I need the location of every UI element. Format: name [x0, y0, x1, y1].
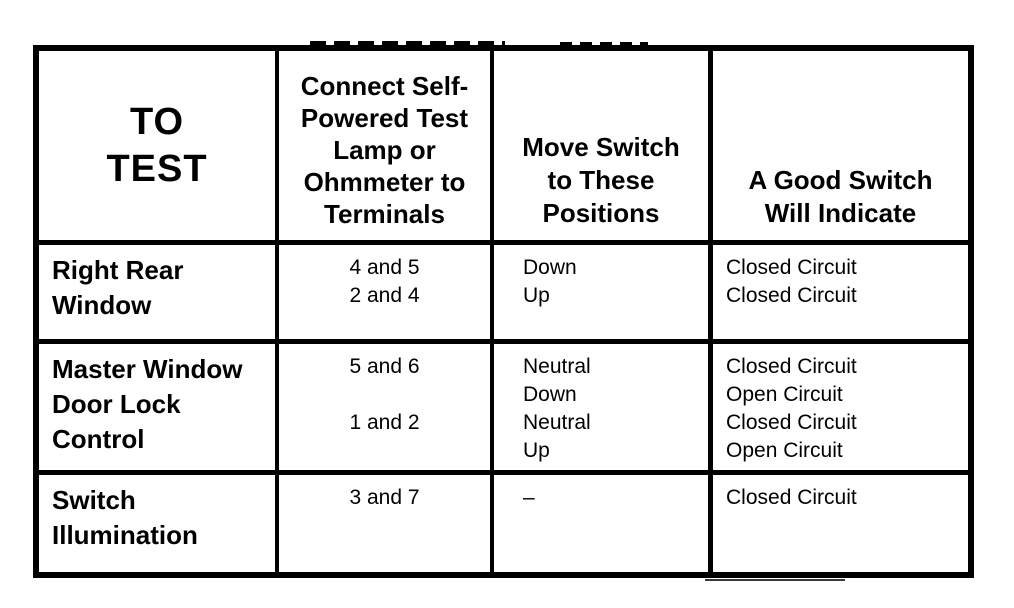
scan-artifact [705, 579, 845, 581]
cell-terminals: 5 and 6 1 and 2 [279, 344, 494, 475]
cell-indication: Closed Circuit [726, 486, 857, 509]
header-cell-to-test: TO TEST [39, 51, 279, 245]
cell-to-test: Master Window Door Lock Control [39, 344, 279, 475]
header-cell-indication: A Good Switch Will Indicate [713, 51, 968, 245]
cell-terminals: 3 and 7 [279, 475, 494, 572]
cell-indication: Closed Circuit Open Circuit Closed Circu… [713, 344, 968, 475]
cell-positions: Neutral Down Neutral Up [494, 344, 713, 475]
cell-to-test: Right Rear Window [39, 245, 279, 344]
header-cell-positions: Move Switch to These Positions [494, 51, 713, 245]
cell-terminals: 4 and 5 2 and 4 [279, 245, 494, 344]
switch-test-table: TO TEST Connect Self- Powered Test Lamp … [33, 45, 974, 578]
scan-artifact [310, 41, 505, 45]
cell-to-test: Switch Illumination [39, 475, 279, 572]
header-cell-terminals: Connect Self- Powered Test Lamp or Ohmme… [279, 51, 494, 245]
scan-artifact [560, 42, 648, 46]
cell-indication: Closed Circuit Closed Circuit [713, 245, 968, 344]
cell-positions: Down Up [494, 245, 713, 344]
cell-positions: – [494, 475, 713, 572]
